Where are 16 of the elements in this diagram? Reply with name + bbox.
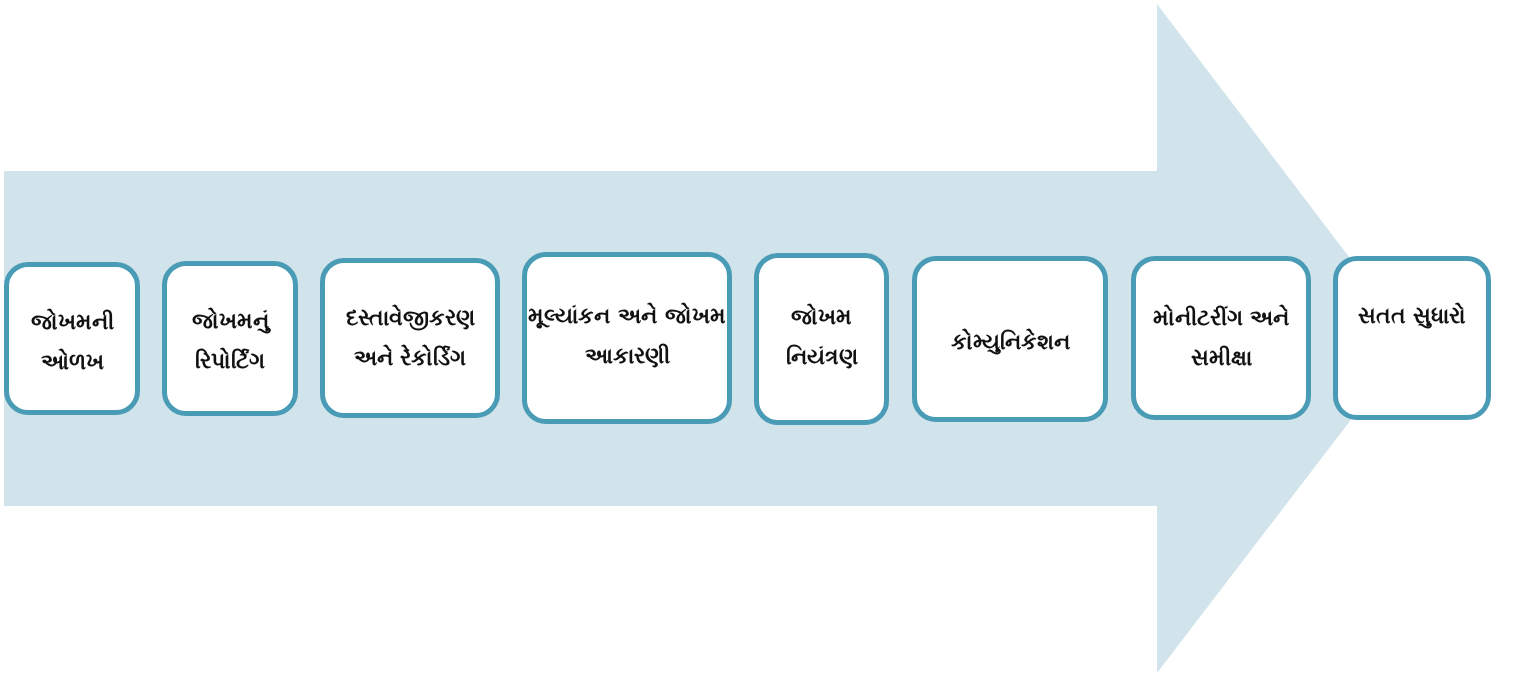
process-box bbox=[754, 253, 889, 425]
step-label: દસ્તાવેજીકરણ અને રેકોર્ડિંગ bbox=[344, 303, 476, 372]
process-box bbox=[1131, 256, 1311, 420]
step-label: મોનીટરીંગ અને સમીક્ષા bbox=[1151, 303, 1291, 372]
process-box bbox=[320, 258, 500, 418]
step-label: જોખમનું રિપોર્ટિંગ bbox=[190, 306, 271, 375]
step-label: મૂલ્યાંકન અને જોખમ આકારણી bbox=[527, 301, 727, 370]
step-label: કોમ્યુનિકેશન bbox=[950, 327, 1070, 357]
step-label: જોખમ નિયંત્રણ bbox=[784, 302, 859, 371]
process-box bbox=[162, 261, 298, 416]
step-label: જોખમની ઓળખ bbox=[29, 307, 115, 376]
step-label: સતત સુધારો bbox=[1357, 301, 1467, 331]
process-box bbox=[4, 262, 140, 415]
process-box bbox=[912, 256, 1108, 422]
process-box bbox=[1333, 256, 1491, 420]
process-box bbox=[522, 252, 732, 424]
